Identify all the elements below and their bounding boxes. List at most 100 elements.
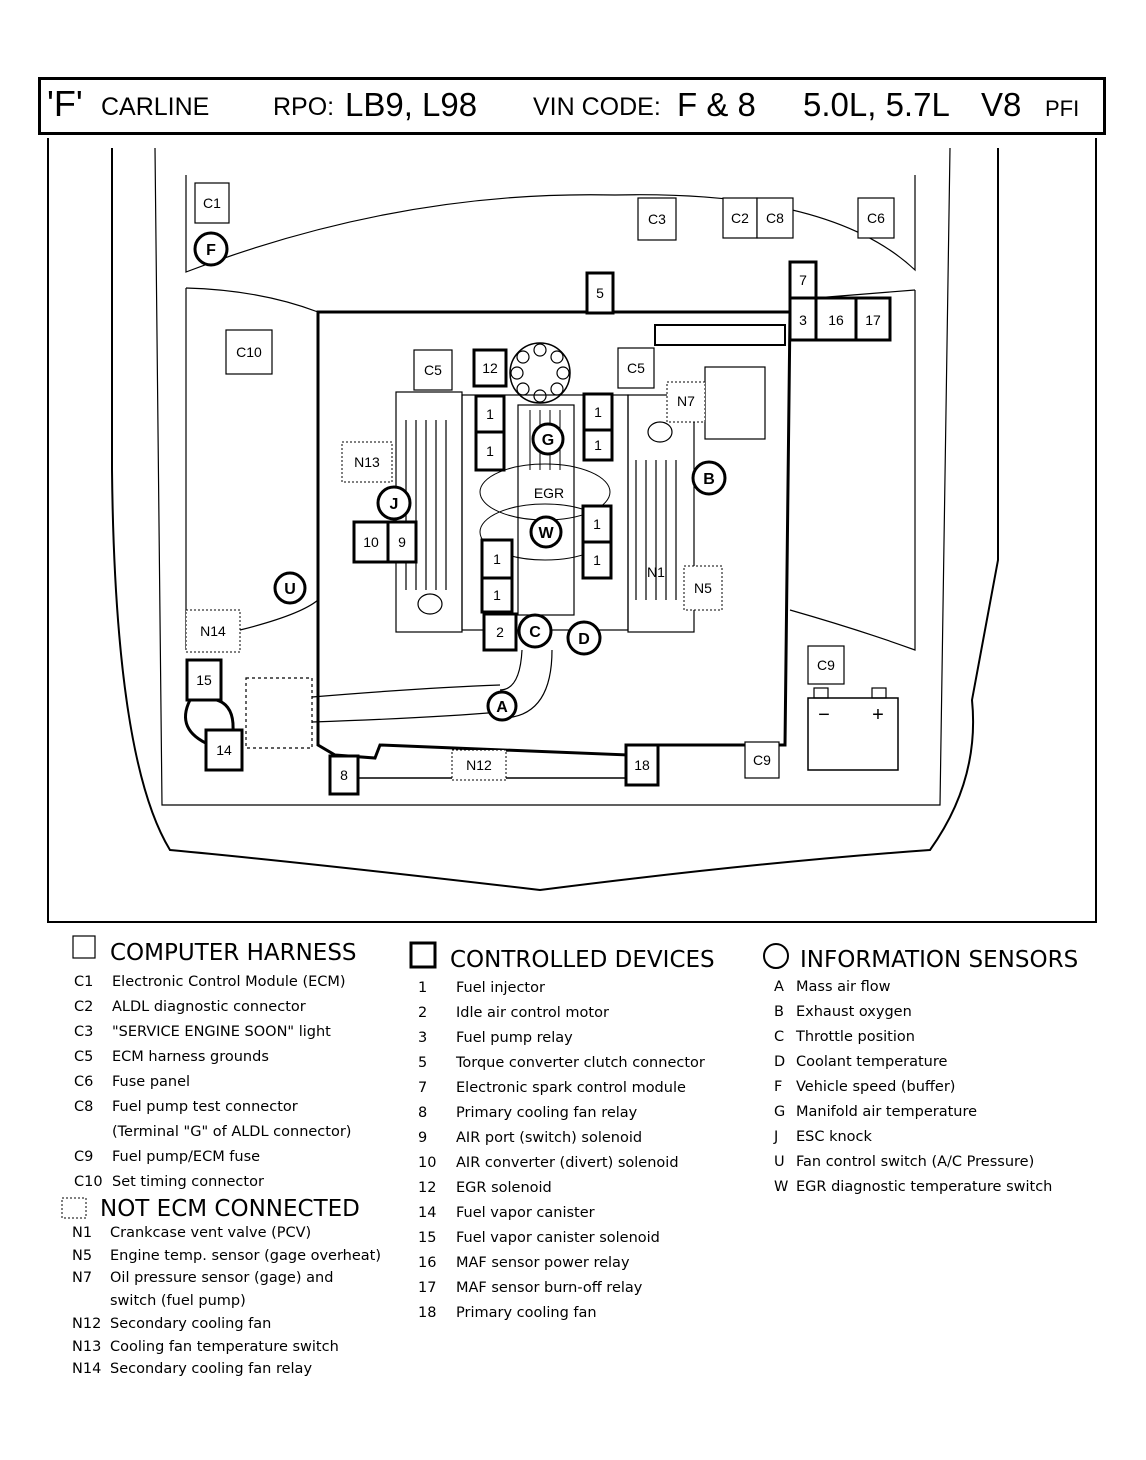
device-12: 12 [482,360,498,376]
legend-row: F Vehicle speed (buffer) [774,1075,1052,1100]
legend-row: C3 "SERVICE ENGINE SOON" light [74,1020,351,1045]
device-15: 15 [196,672,212,688]
legend-text: "SERVICE ENGINE SOON" light [112,1024,331,1040]
engine-displacement: 5.0L, 5.7L [803,86,950,123]
legend-text: Electronic Control Module (ECM) [112,974,346,990]
device-1-d: 1 [594,437,602,453]
legend-code: C5 [74,1049,94,1065]
sensor-w: W [538,525,554,542]
legend-code: D [774,1054,786,1070]
legend-text: Idle air control motor [456,1005,609,1021]
device-8: 8 [340,767,348,783]
devices-legend-icon [409,941,437,969]
device-17: 17 [865,312,881,328]
legend-code: C3 [74,1024,94,1040]
distributor [509,342,571,404]
connector-c1: C1 [203,195,221,211]
connector-c8: C8 [766,210,784,226]
not-ecm-n1: N1 [647,564,665,580]
legend-row: (Terminal "G" of ALDL connector) [74,1120,351,1145]
sensor-u: U [284,581,296,598]
legend-code: 5 [418,1055,428,1071]
legend-code: N7 [72,1270,93,1287]
rpo-label: RPO: [273,93,335,121]
legend-code: A [774,979,784,995]
connector-c2: C2 [731,210,749,226]
not-ecm-n5: N5 [694,580,712,596]
sensor-j: J [390,496,399,513]
device-10: 10 [363,534,379,550]
not-ecm-legend-icon [61,1197,87,1219]
legend-code: 1 [418,980,428,996]
device-1-c: 1 [594,404,602,420]
legend-code: J [774,1129,779,1145]
legend-code: 14 [418,1205,437,1221]
device-2: 2 [496,624,504,640]
legend-text: ESC knock [796,1129,872,1145]
connector-c10: C10 [236,344,262,360]
device-5: 5 [596,285,604,301]
legend-code: C6 [74,1074,94,1090]
sensor-f: F [206,242,216,259]
device-7: 7 [799,272,807,288]
sensors-legend-icon [763,943,789,969]
legend-code: 7 [418,1080,428,1096]
battery-plus: + [872,704,884,726]
legend-text: Mass air flow [796,979,891,995]
device-14: 14 [216,742,232,758]
legend-text: Fuel pump relay [456,1030,573,1046]
legend-code: 12 [418,1180,437,1196]
legend-text: AIR converter (divert) solenoid [456,1155,679,1171]
vin-label: VIN CODE: [533,93,661,121]
legend-row: C Throttle position [774,1025,1052,1050]
legend-row: A Mass air flow [774,975,1052,1000]
not-ecm-n14: N14 [200,623,226,639]
legend-text: Throttle position [796,1029,915,1045]
legend-code: C2 [74,999,94,1015]
device-1-g: 1 [493,551,501,567]
device-1-e: 1 [593,516,601,532]
connector-c5-left: C5 [424,362,442,378]
legend-code: N12 [72,1315,102,1332]
device-18: 18 [634,757,650,773]
battery [807,697,899,771]
legend-text: Vehicle speed (buffer) [796,1079,956,1095]
legend-code: F [774,1079,783,1095]
legend-code: 15 [418,1230,437,1246]
legend-code: C10 [74,1174,103,1190]
legend-text: Fuel pump test connector [112,1099,298,1115]
sensor-d: D [578,631,590,648]
heading-controlled-devices: CONTROLLED DEVICES [450,947,715,973]
engine-type: V8 [981,86,1022,123]
legend-code: C9 [74,1149,94,1165]
title-bar: 'F' CARLINE RPO: LB9, L98 VIN CODE: F & … [38,77,1106,135]
legend-code: C [774,1029,785,1045]
legend-code [74,1120,112,1145]
sensor-a: A [496,699,508,716]
legend-code: N5 [72,1247,93,1264]
legend-code: G [774,1104,786,1120]
legend-code: 17 [418,1280,437,1296]
legend-text: EGR diagnostic temperature switch [796,1179,1053,1195]
sensor-c: C [529,624,541,641]
device-1-b: 1 [486,443,494,459]
legend-row: switch (fuel pump) [72,1290,381,1313]
heading-not-ecm-connected: NOT ECM CONNECTED [100,1196,360,1222]
